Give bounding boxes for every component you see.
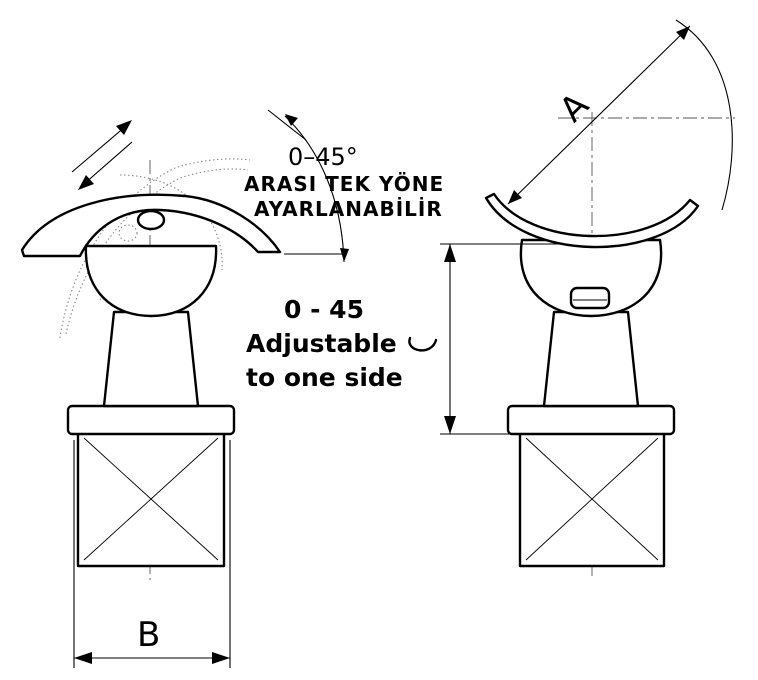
right-stem xyxy=(542,310,640,408)
tr-angle-text: 0–45° xyxy=(288,143,358,171)
dimension-b xyxy=(73,440,231,668)
angle-arrow-bottom xyxy=(340,248,349,262)
left-screw-ghost xyxy=(118,224,138,242)
en-angle-text: 0 - 45 xyxy=(284,295,364,324)
right-saddle xyxy=(484,192,700,249)
left-base-diagonal-2 xyxy=(83,437,219,561)
dimension-height xyxy=(440,243,560,435)
left-base-flange xyxy=(66,404,236,436)
rotation-symbol-icon xyxy=(408,336,438,352)
dimension-b-label: B xyxy=(137,615,160,655)
dimension-a-arrow-top xyxy=(676,26,690,40)
right-screw xyxy=(569,286,611,310)
en-description-line1: Adjustable xyxy=(246,329,397,358)
rotate-arrow-icon xyxy=(71,120,133,190)
left-ball xyxy=(84,244,218,318)
left-view: B xyxy=(20,109,349,668)
left-saddle xyxy=(20,193,282,258)
radius-arc xyxy=(675,19,733,211)
en-description-line2: to one side xyxy=(246,363,403,392)
angle-arc xyxy=(284,115,345,263)
angle-arrow-top xyxy=(285,114,298,126)
tr-description-line2: AYARLANABİLİR xyxy=(254,197,443,221)
tr-description-line1: ARASI TEK YÖNE xyxy=(244,172,444,196)
dimension-a-arrow-bottom xyxy=(508,190,522,204)
left-stem xyxy=(102,310,200,408)
angle-leader xyxy=(267,109,307,141)
left-screw xyxy=(136,209,166,231)
dimension-a-line xyxy=(507,25,691,205)
right-base-flange xyxy=(506,404,676,436)
right-base-diagonal-2 xyxy=(525,437,659,561)
right-view: A xyxy=(440,19,735,580)
right-ball xyxy=(519,238,663,318)
